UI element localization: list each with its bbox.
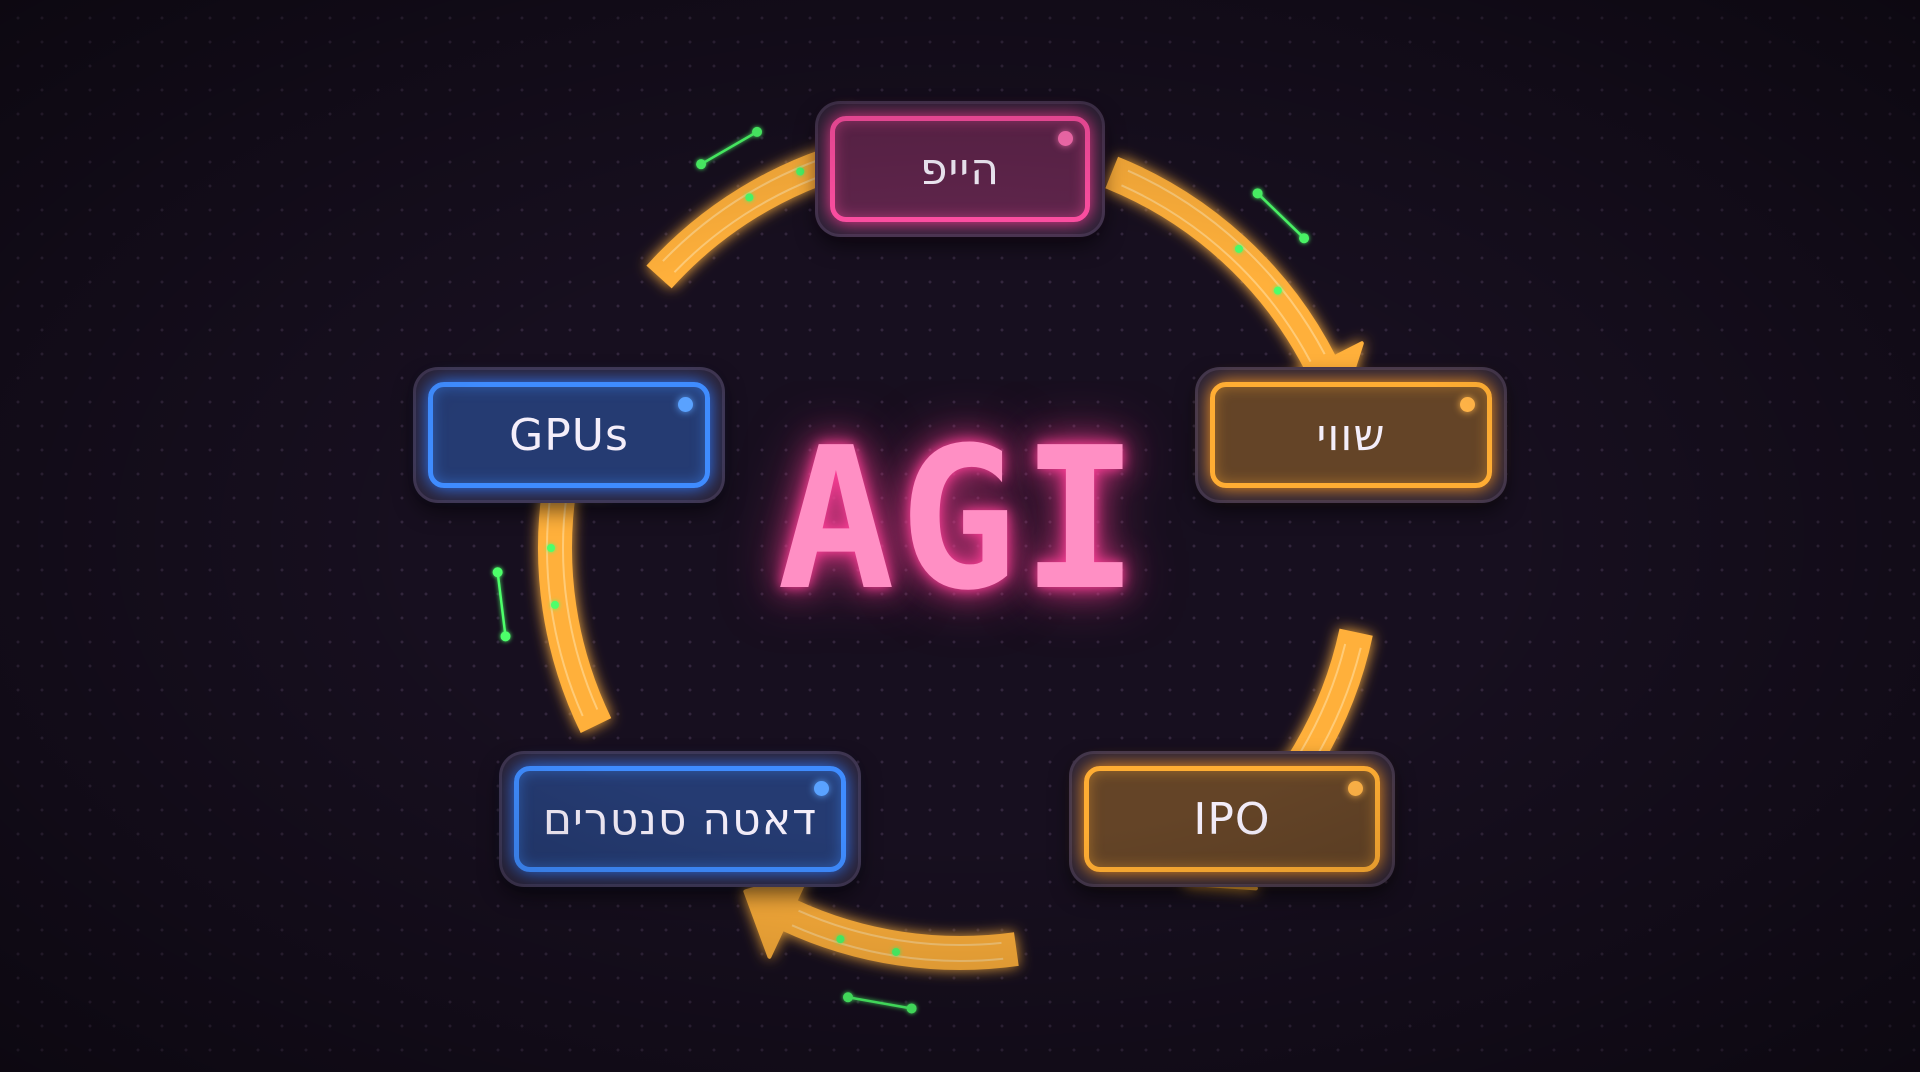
arrow-gpus-to-hype-circuit-dot-1 [752, 126, 763, 137]
node-hype: הייפ [818, 104, 1102, 234]
arrow-hype-to-value-circuit-line [1256, 192, 1305, 240]
arrow-datacenters-to-gpus-shaft [538, 481, 612, 733]
node-datacenters-box: דאטה סנטרים [514, 766, 846, 872]
node-ipo-label: IPO [1193, 793, 1271, 845]
arrow-datacenters-to-gpus-circuit-line [496, 572, 507, 637]
arrow-gpus-to-hype-body-dot-0 [745, 193, 754, 202]
node-hype-indicator-dot [1058, 131, 1073, 146]
node-gpus-indicator-dot [678, 397, 693, 412]
node-hype-label: הייפ [920, 143, 1000, 195]
arrow-datacenters-to-gpus-streak-0 [562, 492, 599, 710]
arrow-gpus-to-hype-circuit-accent [696, 126, 805, 202]
arrow-ipo-to-datacenters-circuit-dot-1 [842, 992, 853, 1003]
node-value-label: שווי [1316, 409, 1386, 461]
node-ipo: IPO [1072, 754, 1392, 884]
node-gpus: GPUs [416, 370, 722, 500]
node-gpus-label: GPUs [509, 409, 629, 461]
arrow-ipo-to-datacenters-circuit-dot-0 [906, 1003, 917, 1014]
arrow-hype-to-value-circuit-dot-0 [1252, 188, 1263, 199]
node-ipo-indicator-dot [1348, 781, 1363, 796]
arrow-ipo-to-datacenters-body-dot-1 [836, 935, 845, 944]
center-title: AGI [776, 406, 1143, 634]
arrow-gpus-to-hype-body-dot-1 [796, 167, 805, 176]
arrow-ipo-to-datacenters-body-dot-0 [892, 947, 901, 956]
arrow-ipo-to-datacenters-circuit-line [847, 996, 912, 1010]
arrow-datacenters-to-gpus-circuit-dot-1 [492, 567, 503, 578]
arrow-hype-to-value-body-dot-0 [1234, 244, 1243, 253]
arrow-gpus-to-hype-circuit-line [700, 130, 758, 166]
arrow-hype-to-value-shaft [1105, 156, 1337, 372]
node-gpus-box: GPUs [428, 382, 710, 488]
arrow-ipo-to-datacenters [743, 871, 1019, 970]
node-hype-box: הייפ [830, 116, 1090, 222]
arrow-hype-to-value-circuit-accent [1234, 188, 1310, 295]
node-ipo-box: IPO [1084, 766, 1380, 872]
arrow-hype-to-value-streak-0 [1121, 184, 1312, 363]
node-datacenters-label: דאטה סנטרים [542, 793, 818, 845]
node-datacenters-indicator-dot [814, 781, 829, 796]
arrow-gpus-to-hype-circuit-dot-0 [696, 159, 707, 170]
arrow-datacenters-to-gpus-circuit-accent [492, 544, 559, 642]
arrow-datacenters-to-gpus-body-dot-1 [547, 544, 555, 552]
node-datacenters: דאטה סנטרים [502, 754, 858, 884]
node-value-indicator-dot [1460, 397, 1475, 412]
arrow-hype-to-value-circuit-dot-1 [1299, 233, 1310, 244]
arrow-datacenters-to-gpus-body-dot-0 [550, 600, 559, 609]
arrow-ipo-to-datacenters-shaft [781, 899, 1019, 970]
node-value-box: שווי [1210, 382, 1492, 488]
arrow-ipo-to-datacenters-streak-0 [798, 909, 1002, 946]
arrow-datacenters-to-gpus-circuit-dot-0 [500, 631, 511, 642]
arrow-hype-to-value-body-dot-1 [1273, 286, 1282, 295]
arrow-ipo-to-datacenters-circuit-accent [836, 935, 917, 1014]
node-value: שווי [1198, 370, 1504, 500]
